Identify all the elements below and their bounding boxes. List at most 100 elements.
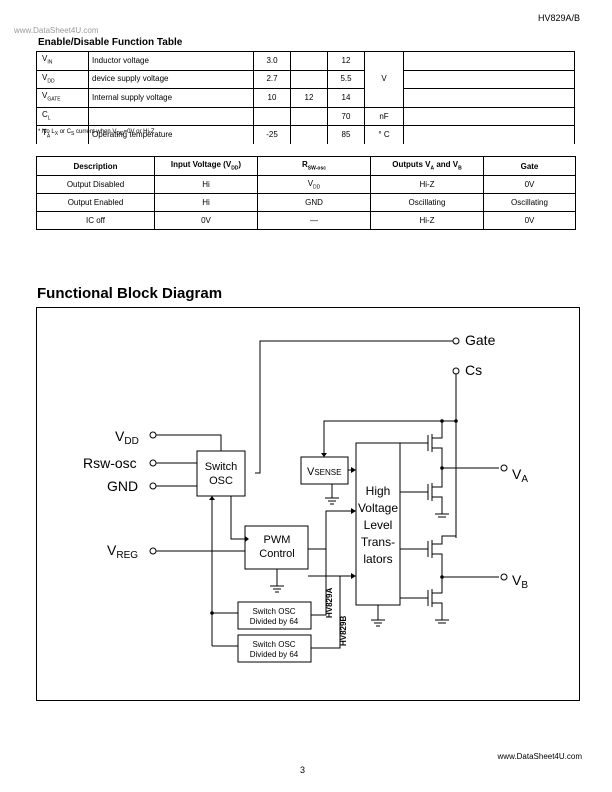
blank-cell xyxy=(403,88,575,108)
max-cell: 5.5 xyxy=(327,69,365,90)
typ-cell xyxy=(290,69,328,90)
gate-pin-label: Gate xyxy=(465,332,496,348)
vdd-pin xyxy=(149,431,157,439)
cs-pin-label: Cs xyxy=(465,362,482,378)
hv829b-label: HV829B xyxy=(339,616,348,646)
divider-b-label: Divided by 64 xyxy=(250,650,299,659)
blank-cell xyxy=(403,69,575,90)
min-cell: 2.7 xyxy=(253,69,291,90)
block-diagram-title: Functional Block Diagram xyxy=(37,285,223,302)
cell-input: 0V xyxy=(154,211,258,230)
unit-cell: ° C xyxy=(364,125,404,144)
description-cell: Inductor voltage xyxy=(88,51,254,71)
hv-label: Voltage xyxy=(358,501,398,515)
col-gate: Gate xyxy=(483,156,576,176)
min-cell: 3.0 xyxy=(253,51,291,71)
blank-cell xyxy=(403,125,575,144)
switch-osc-label: OSC xyxy=(209,475,233,487)
table-note: * No LX or CS current when VDD=0V or Hi-… xyxy=(38,129,155,138)
col-outputs: Outputs VA and VB xyxy=(370,156,484,176)
enable-table-title: Enable/Disable Function Table xyxy=(38,37,183,48)
table-row: VGATE Internal supply voltage 10 12 14 xyxy=(36,88,575,108)
symbol-cell: VIN xyxy=(36,51,89,71)
description-cell: Internal supply voltage xyxy=(88,88,254,108)
header-part-number: HV829A/B xyxy=(537,13,580,23)
block-diagram: Gate Cs VDD Rsw-osc GND VREG Switch OSC … xyxy=(36,307,580,701)
cell-gate: Oscillating xyxy=(483,193,576,212)
switch-osc-block xyxy=(196,450,246,497)
vb-pin xyxy=(500,573,508,581)
table-row: Output Disabled Hi VDD Hi-Z 0V xyxy=(36,175,576,194)
blank-cell xyxy=(403,51,575,71)
max-cell: 85 xyxy=(327,125,365,144)
cs-net xyxy=(452,367,460,538)
max-cell: 70 xyxy=(327,106,365,127)
footer-url: www.DataSheet4U.com xyxy=(497,752,582,761)
unit-cell: nF xyxy=(364,106,404,127)
col-rsw: RSW-osc xyxy=(257,156,371,176)
vdd-pin-label: VDD xyxy=(115,428,139,447)
hv-label: lators xyxy=(363,552,392,566)
hv829a-label: HV829A xyxy=(325,588,334,618)
va-pin xyxy=(500,464,508,472)
divider-b-label: Switch OSC xyxy=(252,640,295,649)
rsw-pin xyxy=(149,459,157,467)
pwm-label: PWM xyxy=(264,534,291,546)
cell-desc: IC off xyxy=(36,211,155,230)
gnd-pin-label: GND xyxy=(107,478,138,494)
max-cell: 14 xyxy=(327,88,365,108)
hv-label: High xyxy=(366,484,391,498)
cell-rsw: GND xyxy=(257,193,371,212)
vb-pin-label: VB xyxy=(512,572,528,591)
vsense-label: VSENSE xyxy=(307,466,341,478)
table-header-row: Description Input Voltage (VDD) RSW-osc … xyxy=(36,156,576,176)
va-pin-label: VA xyxy=(512,466,528,485)
min-cell: -25 xyxy=(253,125,291,144)
cell-desc: Output Enabled xyxy=(36,193,155,212)
table-row: CL 70 nF xyxy=(36,106,575,127)
table-row: Output Enabled Hi GND Oscillating Oscill… xyxy=(36,193,576,212)
cell-input: Hi xyxy=(154,193,258,212)
cell-gate: 0V xyxy=(483,175,576,194)
typ-cell xyxy=(290,125,328,144)
gate-net xyxy=(255,337,460,474)
pwm-label: Control xyxy=(259,548,294,560)
table-row: VDD device supply voltage 2.7 5.5 xyxy=(36,69,575,90)
col-input-voltage: Input Voltage (VDD) xyxy=(154,156,258,176)
enable-function-table: VIN Inductor voltage 3.0 12 V VDD device… xyxy=(36,51,575,144)
vreg-pin-label: VREG xyxy=(107,542,138,561)
symbol-cell: CL xyxy=(36,106,89,127)
cell-outputs: Oscillating xyxy=(370,193,484,212)
cell-input: Hi xyxy=(154,175,258,194)
table-row: TA Operating temperature -25 85 ° C xyxy=(36,125,575,144)
vreg-pin xyxy=(149,547,157,555)
cell-outputs: Hi-Z xyxy=(370,175,484,194)
output-transistors xyxy=(400,419,508,624)
table-row: VIN Inductor voltage 3.0 12 V xyxy=(36,51,575,108)
divider-a-label: Divided by 64 xyxy=(250,617,299,626)
gnd-pin xyxy=(149,482,157,490)
col-description: Description xyxy=(36,156,155,176)
rsw-pin-label: Rsw-osc xyxy=(83,455,137,471)
io-state-table: Description Input Voltage (VDD) RSW-osc … xyxy=(36,156,576,230)
max-cell: 12 xyxy=(327,51,365,71)
description-cell xyxy=(88,106,254,127)
cell-gate: 0V xyxy=(483,211,576,230)
divider-a-label: Switch OSC xyxy=(252,607,295,616)
unit-cell: V xyxy=(364,51,404,108)
typ-cell: 12 xyxy=(290,88,328,108)
min-cell: 10 xyxy=(253,88,291,108)
watermark: www.DataSheet4U.com xyxy=(14,26,99,35)
symbol-cell: VGATE xyxy=(36,88,89,108)
typ-cell xyxy=(290,106,328,127)
page-number: 3 xyxy=(300,765,306,775)
table-row: IC off 0V — Hi-Z 0V xyxy=(36,211,576,230)
block-diagram-svg: Gate Cs VDD Rsw-osc GND VREG Switch OSC … xyxy=(83,332,528,663)
cell-rsw: VDD xyxy=(257,175,371,194)
min-cell xyxy=(253,106,291,127)
cell-desc: Output Disabled xyxy=(36,175,155,194)
switch-osc-label: Switch xyxy=(205,461,237,473)
symbol-cell: VDD xyxy=(36,69,89,90)
typ-cell xyxy=(290,51,328,71)
description-cell: device supply voltage xyxy=(88,69,254,90)
